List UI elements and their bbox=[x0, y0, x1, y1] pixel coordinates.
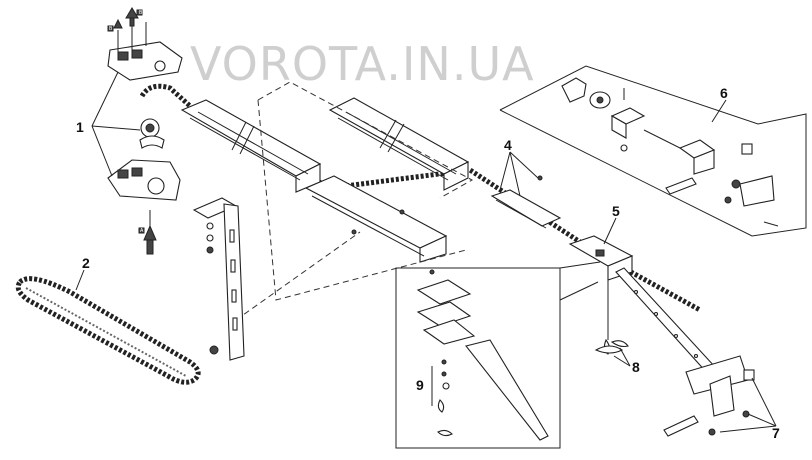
door-anchor-bracket bbox=[663, 355, 755, 437]
hanger-bracket bbox=[192, 197, 245, 361]
callout-8: 8 bbox=[632, 359, 640, 375]
chain-loop bbox=[15, 276, 201, 385]
motor-bracket-top: B B bbox=[107, 7, 183, 81]
callout-7: 7 bbox=[772, 425, 780, 441]
callout-1: 1 bbox=[76, 119, 84, 135]
rail-section-right bbox=[328, 97, 470, 191]
rail-chain-top bbox=[139, 83, 702, 313]
rail-section-left bbox=[180, 99, 322, 193]
callout-9: 9 bbox=[416, 377, 424, 393]
arrow-mark-b2: B bbox=[109, 26, 113, 32]
door-bracket-kit bbox=[499, 65, 807, 237]
motor-bracket-bottom: A bbox=[107, 159, 181, 255]
callout-4: 4 bbox=[504, 137, 512, 153]
rail-connector-sleeve bbox=[304, 175, 448, 263]
trolley-detail-inset bbox=[395, 261, 601, 449]
arrow-mark-b1: B bbox=[139, 10, 143, 16]
watermark: VOROTA.IN.UA bbox=[190, 37, 535, 91]
chain-tensioner bbox=[490, 175, 562, 229]
arrow-mark-a: A bbox=[140, 228, 144, 234]
dashed-guide bbox=[235, 81, 474, 321]
callout-2: 2 bbox=[82, 255, 90, 271]
callout-5: 5 bbox=[612, 203, 620, 219]
drive-sprocket bbox=[139, 118, 165, 149]
door-arm bbox=[615, 267, 717, 375]
trolley-carriage bbox=[568, 235, 634, 355]
release-handle bbox=[594, 340, 629, 354]
callout-6: 6 bbox=[720, 85, 728, 101]
